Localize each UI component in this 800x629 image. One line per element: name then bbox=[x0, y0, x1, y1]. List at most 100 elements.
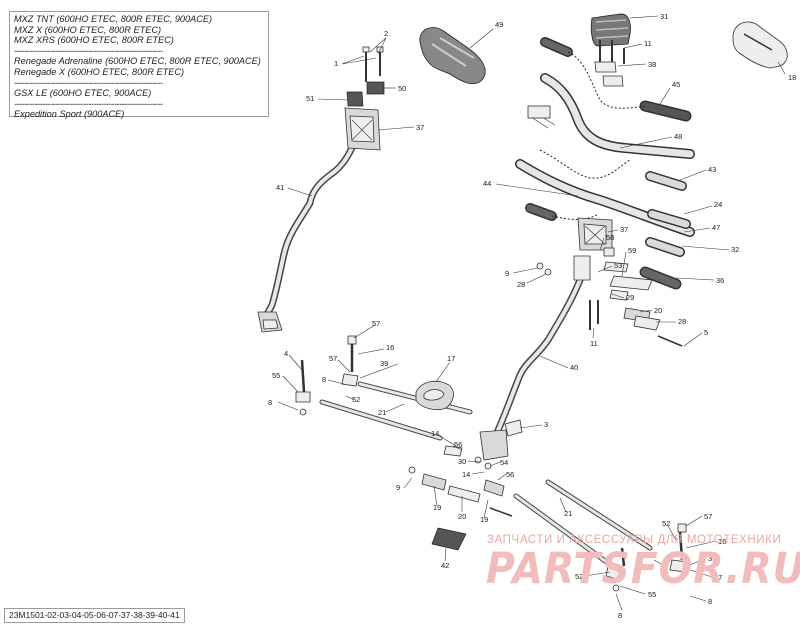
callout-19-right: 19 bbox=[480, 515, 488, 524]
callout-37-left: 37 bbox=[416, 123, 424, 132]
callout-9-lower: 9 bbox=[396, 483, 400, 492]
legend-separator: ----------------------------------------… bbox=[14, 45, 163, 56]
callout-38: 38 bbox=[648, 60, 656, 69]
callout-29: 29 bbox=[626, 293, 634, 302]
ball-joints-left bbox=[295, 335, 463, 457]
callout-11-top: 11 bbox=[644, 39, 652, 48]
callout-18: 18 bbox=[788, 73, 796, 82]
column-hardware-right bbox=[536, 247, 683, 347]
callout-47: 47 bbox=[712, 223, 720, 232]
callout-14-upper: 14 bbox=[431, 429, 439, 438]
callout-52-right-bottom: 52 bbox=[575, 572, 583, 581]
callout-9-upper: 9 bbox=[505, 269, 509, 278]
callout-52-right-top: 52 bbox=[662, 519, 670, 528]
callout-41: 41 bbox=[276, 183, 284, 192]
callout-30: 30 bbox=[458, 457, 466, 466]
diagram-code: 23M1501-02-03-04-05-06-07-37-38-39-40-41 bbox=[4, 608, 185, 623]
legend-separator: ----------------------------------------… bbox=[14, 98, 163, 109]
callout-21-right: 21 bbox=[564, 509, 572, 518]
callout-8-upper: 8 bbox=[322, 375, 326, 384]
callout-20-upper: 20 bbox=[654, 306, 662, 315]
column-bracket-left bbox=[344, 46, 385, 151]
handlebar-pad-49 bbox=[419, 27, 486, 85]
steering-arm-17 bbox=[415, 380, 454, 410]
callout-36: 36 bbox=[716, 276, 724, 285]
legend-line: Renegade Adrenaline (600HO ETEC, 800R ET… bbox=[14, 56, 261, 67]
legend-line: Renegade X (600HO ETEC, 800R ETEC) bbox=[14, 66, 185, 77]
callout-11-mid: 11 bbox=[590, 339, 598, 348]
callout-4-right: 4 bbox=[662, 564, 666, 573]
ball-joints-right bbox=[605, 523, 689, 592]
callout-53: 53 bbox=[614, 261, 622, 270]
handlebar-pad-18 bbox=[732, 21, 788, 69]
callout-52-left: 52 bbox=[352, 395, 360, 404]
callout-8-bottom: 8 bbox=[618, 611, 622, 620]
callout-56-lower: 56 bbox=[506, 470, 514, 479]
callout-3: 3 bbox=[544, 420, 548, 429]
callout-37-right: 37 bbox=[620, 225, 628, 234]
callout-28-lower: 28 bbox=[678, 317, 686, 326]
callout-8-left: 8 bbox=[268, 398, 272, 407]
callout-50: 50 bbox=[398, 84, 406, 93]
callout-24: 24 bbox=[714, 200, 722, 209]
handlebar-48 bbox=[540, 73, 695, 159]
heater-wires bbox=[527, 51, 647, 220]
legend-line: MXZ X (600HO ETEC, 800R ETEC) bbox=[14, 24, 162, 35]
legend-line: Expedition Sport (900ACE) bbox=[14, 109, 125, 120]
callout-55-left: 55 bbox=[272, 371, 280, 380]
callout-49: 49 bbox=[495, 20, 503, 29]
tie-rod-left bbox=[319, 381, 473, 441]
callout-28-upper: 28 bbox=[517, 280, 525, 289]
callout-5: 5 bbox=[704, 328, 708, 337]
callout-57-right-top: 57 bbox=[704, 512, 712, 521]
linkage-center bbox=[408, 456, 513, 551]
grip-sleeves bbox=[525, 37, 692, 290]
callout-48: 48 bbox=[674, 132, 682, 141]
callout-20-lower: 20 bbox=[458, 512, 466, 521]
leader-lines bbox=[277, 15, 786, 611]
callout-8-right: 8 bbox=[708, 597, 712, 606]
handlebar-cover-31 bbox=[590, 13, 631, 47]
callout-44: 44 bbox=[483, 179, 491, 188]
callout-32: 32 bbox=[731, 245, 739, 254]
callout-39-right: 39 bbox=[708, 554, 716, 563]
model-applicability-legend: MXZ TNT (600HO ETEC, 800R ETEC, 900ACE) … bbox=[9, 11, 269, 120]
callout-57-right-bottom: 57 bbox=[714, 573, 722, 582]
callout-57-mid: 57 bbox=[329, 354, 337, 363]
handlebar-clamps bbox=[594, 40, 625, 87]
callout-45: 45 bbox=[672, 80, 680, 89]
tie-rod-right bbox=[513, 479, 653, 569]
callout-4-left: 4 bbox=[284, 349, 288, 358]
callout-55-right: 55 bbox=[648, 590, 656, 599]
callout-51: 51 bbox=[306, 94, 314, 103]
callout-1: 1 bbox=[334, 59, 338, 68]
legend-line: MXZ TNT (600HO ETEC, 800R ETEC, 900ACE) bbox=[14, 14, 213, 24]
callout-40: 40 bbox=[570, 363, 578, 372]
legend-line: GSX LE (600HO ETEC, 900ACE) bbox=[14, 88, 152, 99]
watermark-tagline: ЗАПЧАСТИ И АКСЕССУАРЫ ДЛЯ МОТОТЕХНИКИ bbox=[487, 534, 782, 546]
callout-59: 59 bbox=[628, 246, 636, 255]
legend-line: MXZ XRS (600HO ETEC, 800R ETEC) bbox=[14, 35, 174, 46]
callout-17: 17 bbox=[447, 354, 455, 363]
callout-43: 43 bbox=[708, 165, 716, 174]
steering-column-right bbox=[479, 255, 591, 461]
callout-54: 54 bbox=[500, 458, 508, 467]
callout-19-left: 19 bbox=[433, 503, 441, 512]
column-bracket-right bbox=[577, 217, 613, 251]
steering-column-left bbox=[257, 128, 362, 333]
callout-16-left: 16 bbox=[386, 343, 394, 352]
callout-58: 58 bbox=[606, 233, 614, 242]
callout-14-lower: 14 bbox=[462, 470, 470, 479]
legend-separator: ----------------------------------------… bbox=[14, 77, 163, 88]
callout-42: 42 bbox=[441, 561, 449, 570]
callout-39-left: 39 bbox=[380, 359, 388, 368]
callout-21-left: 21 bbox=[378, 408, 386, 417]
callout-numbers: 1 2 51 50 37 41 49 31 11 38 18 45 48 43 … bbox=[268, 12, 796, 620]
callout-57-upper: 57 bbox=[372, 319, 380, 328]
callout-16-right: 16 bbox=[718, 537, 726, 546]
callout-31: 31 bbox=[660, 12, 668, 21]
handlebar-lower-bar bbox=[515, 159, 695, 237]
callout-56-upper: 56 bbox=[454, 440, 462, 449]
